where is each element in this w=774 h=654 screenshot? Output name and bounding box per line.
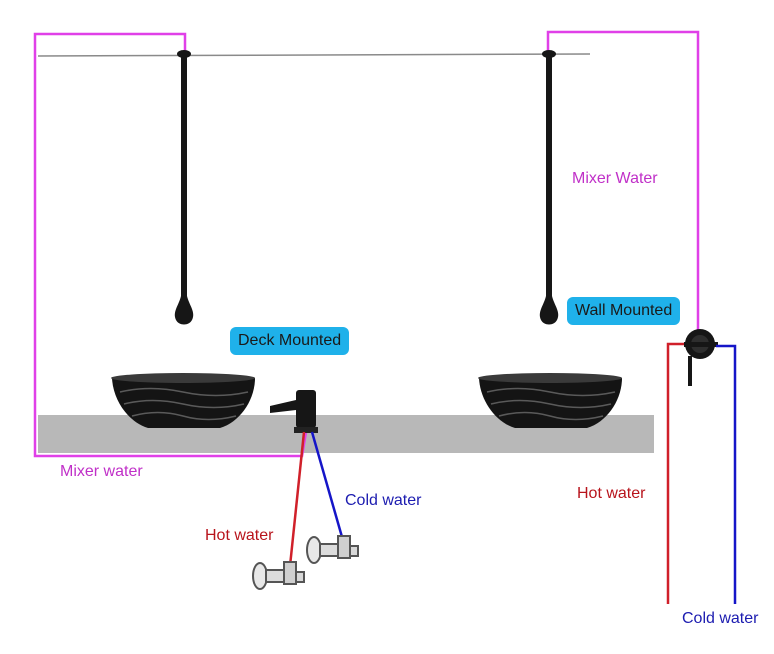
mixer-water-pipe-right: [546, 30, 700, 330]
vessel-basin-right: [478, 373, 622, 428]
angle-valve-cold: [306, 535, 359, 564]
cold-water-pipe-right: [716, 344, 737, 604]
cold-water-label-left: Cold water: [345, 492, 422, 509]
vessel-basin-left: [111, 373, 255, 428]
ceiling-line: [37, 53, 591, 57]
cold-water-label-right: Cold water: [682, 610, 759, 627]
angle-valve-hot: [252, 561, 305, 590]
ceiling-spout-left: [174, 50, 194, 325]
mixer-water-label-bottom: Mixer water: [60, 463, 143, 480]
mixer-water-label-top: Mixer Water: [572, 170, 658, 187]
deck-mounted-badge: Deck Mounted: [230, 327, 350, 355]
cold-water-pipe-left: [310, 431, 346, 545]
hot-water-label-right: Hot water: [577, 485, 646, 502]
hot-water-pipe-right: [666, 342, 684, 604]
hot-water-pipe-left: [288, 431, 306, 567]
wall-mounted-badge: Wall Mounted: [567, 297, 681, 325]
deck-mixer-valve: [270, 390, 318, 433]
ceiling-spout-right: [539, 50, 559, 325]
hot-water-label-left: Hot water: [205, 527, 274, 544]
wall-mixer-valve: [684, 329, 718, 386]
